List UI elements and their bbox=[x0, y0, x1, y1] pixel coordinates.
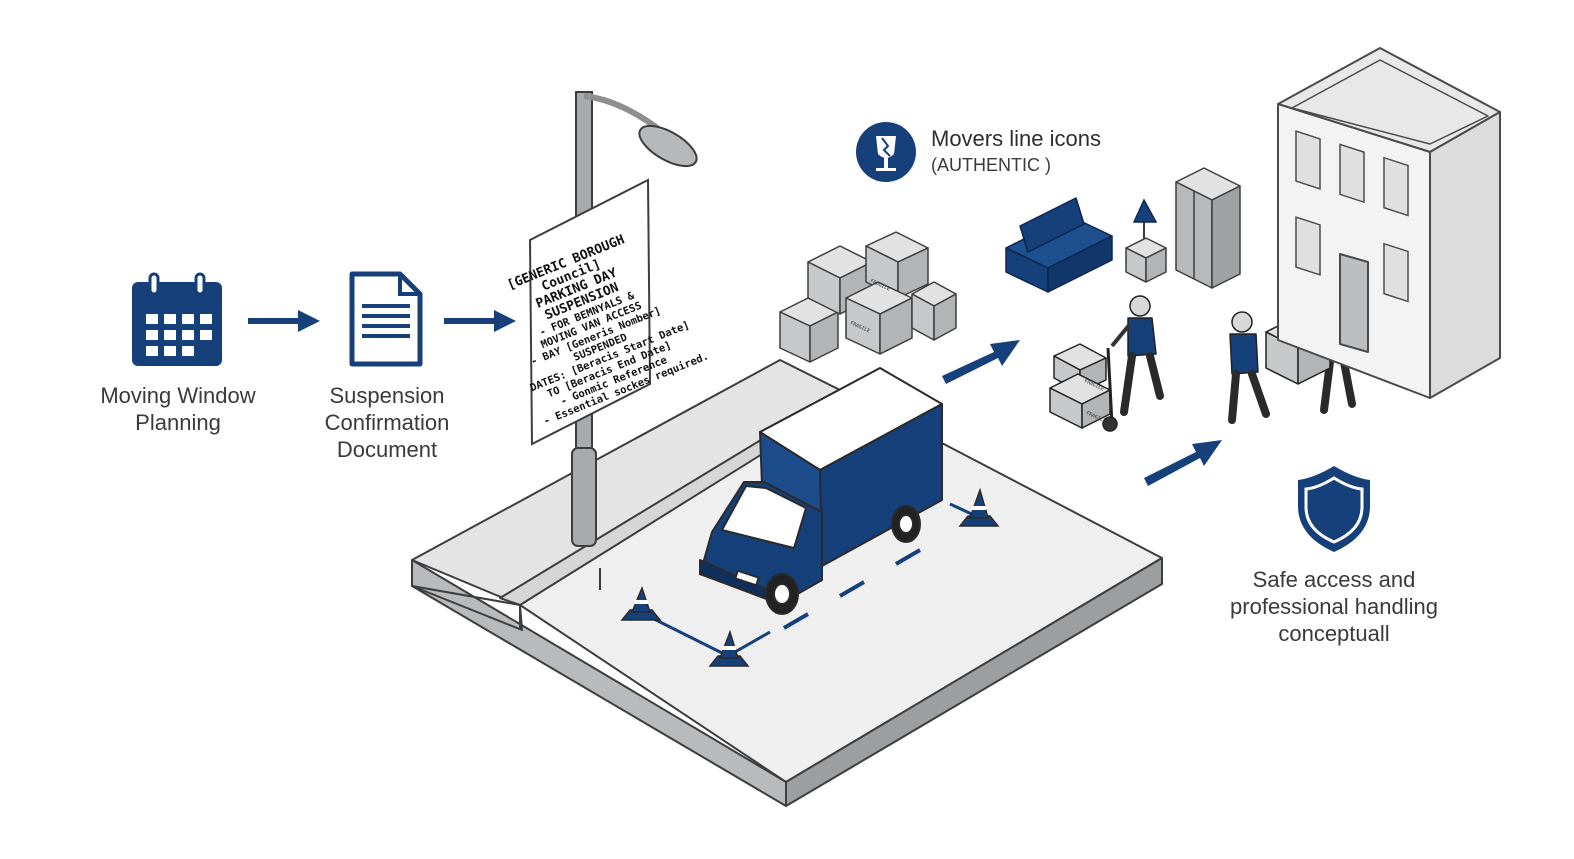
arrow-right-icon bbox=[444, 310, 516, 332]
curb-edge bbox=[519, 568, 601, 630]
building-windows bbox=[1295, 130, 1409, 303]
sofa-icon bbox=[1005, 197, 1113, 293]
moving-window-planning-label: Moving Window Planning bbox=[100, 383, 256, 435]
calendar-icon bbox=[132, 272, 222, 366]
lamp-icon bbox=[1132, 198, 1158, 242]
shield-icon bbox=[1298, 466, 1370, 552]
arrow-right-icon bbox=[248, 310, 320, 332]
suspension-confirmation-label: Suspension Confirmation Document bbox=[324, 383, 450, 462]
stacked-boxes bbox=[779, 231, 957, 363]
movers-title: Movers line icons bbox=[931, 126, 1101, 151]
wardrobe-icon bbox=[1175, 167, 1241, 289]
safe-access-label: Safe access and professional handling co… bbox=[1230, 567, 1438, 646]
traffic-cone-icon bbox=[708, 629, 750, 667]
arrow-up-right-icon bbox=[942, 340, 1020, 384]
lane-dashes bbox=[782, 548, 922, 630]
document-icon bbox=[349, 271, 423, 367]
mover-with-hand-truck bbox=[1049, 295, 1164, 432]
arrow-up-right-icon bbox=[1144, 440, 1222, 486]
traffic-cone-icon bbox=[958, 487, 1000, 527]
nightstand-icon bbox=[1125, 237, 1167, 283]
suspension-sign-board bbox=[528, 178, 652, 446]
fragile-glass-icon bbox=[856, 122, 916, 182]
movers-subtitle: (AUTHENTIC ) bbox=[931, 155, 1051, 175]
moving-van bbox=[699, 367, 943, 615]
traffic-cone-icon bbox=[620, 585, 662, 621]
